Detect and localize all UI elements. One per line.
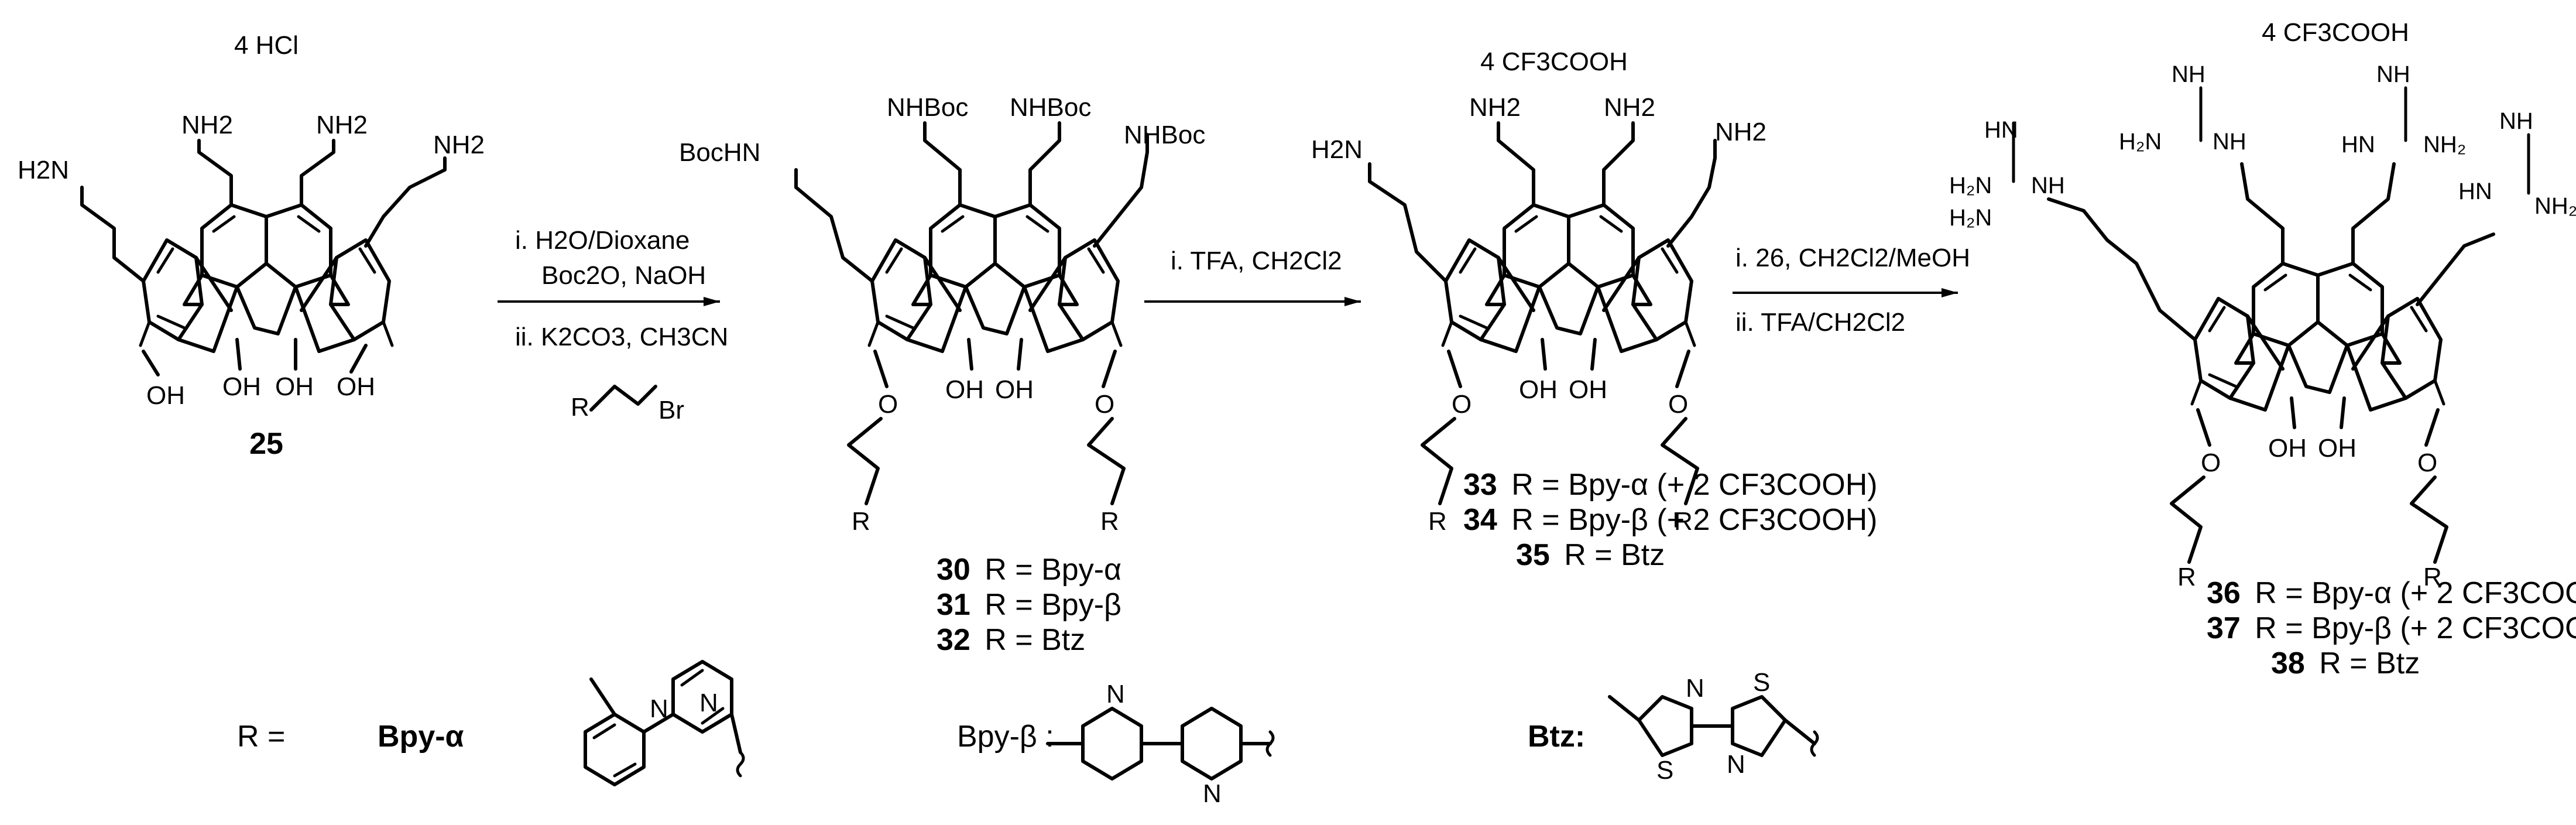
svg-text:N: N xyxy=(699,689,718,717)
compound-label: 32 R = Btz xyxy=(937,623,1085,657)
hydroxyl-group: OH xyxy=(1519,375,1558,404)
hydroxyl-group: OH xyxy=(337,372,375,401)
svg-text:HN: HN xyxy=(1984,117,2018,143)
compounds-30-32: BocHN NHBoc NHBoc NHBoc O O R R OH OH 30… xyxy=(679,93,1205,657)
compound-label: 38 R = Btz xyxy=(2271,646,2420,680)
svg-text:N: N xyxy=(1727,750,1745,779)
ether-o: O xyxy=(1095,390,1114,419)
amine-group: NH2 xyxy=(1469,93,1521,122)
svg-text:NH: NH xyxy=(2376,61,2410,87)
compound-label: 34 R = Bpy-β (+ 2 CF3COOH) xyxy=(1463,503,1877,537)
svg-text:N: N xyxy=(1203,779,1222,808)
r-substituent: R xyxy=(852,507,870,536)
btz-structure: N N S S xyxy=(1608,668,1819,785)
compounds-33-35: 4 CF3COOH H2N NH2 NH2 NH2 O O R R OH OH … xyxy=(1311,47,1878,572)
hydroxyl-group: OH xyxy=(2318,434,2357,463)
r-substituent: R xyxy=(1428,507,1447,536)
compound-label: 33 R = Bpy-α (+ 2 CF3COOH) xyxy=(1463,468,1878,502)
bpy-beta-label: Bpy-β : xyxy=(957,720,1054,754)
reaction-step-3: i. 26, CH2Cl2/MeOH ii. TFA/CH2Cl2 xyxy=(1733,244,1970,337)
r-substituent: R xyxy=(1100,507,1119,536)
compound-number: 25 xyxy=(249,427,283,461)
salt-label: 4 CF3COOH xyxy=(2262,18,2409,47)
compound-25: 4 HCl H2N NH2 NH2 NH2 OH OH OH OH 25 xyxy=(18,31,485,461)
svg-text:H₂N: H₂N xyxy=(1949,205,1992,231)
bpy-alpha-structure: N N xyxy=(585,662,745,785)
ether-o: O xyxy=(1668,390,1688,419)
compound-label: 37 R = Bpy-β (+ 2 CF3COOH) xyxy=(2207,611,2576,645)
svg-text:N: N xyxy=(1106,680,1125,708)
svg-text:HN: HN xyxy=(2341,132,2375,158)
r-substituent: R xyxy=(2423,563,2442,591)
hydroxyl-group: OH xyxy=(222,372,261,401)
bpy-alpha-label: Bpy-α xyxy=(378,720,464,754)
svg-text:NH: NH xyxy=(2499,108,2533,134)
step-condition: i. TFA, CH2Cl2 xyxy=(1171,247,1342,275)
svg-text:S: S xyxy=(1753,668,1770,697)
r-equals-label: R = xyxy=(237,720,285,754)
protected-amine: NHBoc xyxy=(1010,93,1091,122)
reaction-step-1: i. H2O/Dioxane Boc2O, NaOH ii. K2CO3, CH… xyxy=(498,226,728,425)
r-substituent: R xyxy=(2177,563,2196,591)
hydroxyl-group: OH xyxy=(146,381,185,410)
protected-amine: BocHN xyxy=(679,138,760,167)
step-condition: ii. K2CO3, CH3CN xyxy=(515,323,728,351)
svg-text:NH₂: NH₂ xyxy=(2534,193,2576,219)
step-condition: ii. TFA/CH2Cl2 xyxy=(1735,308,1905,337)
compound-label: 35 R = Btz xyxy=(1516,538,1665,572)
svg-text:NH: NH xyxy=(2213,129,2246,155)
svg-text:HN: HN xyxy=(2458,179,2492,204)
r-group-legend: R = Bpy-α N N Bpy-β : N N Btz: xyxy=(237,662,1819,808)
svg-text:NH₂: NH₂ xyxy=(2423,132,2466,158)
hydroxyl-group: OH xyxy=(995,375,1034,404)
protected-amine: NHBoc xyxy=(887,93,968,122)
svg-text:N: N xyxy=(1686,674,1704,703)
svg-text:N: N xyxy=(650,694,668,723)
compound-label: 31 R = Bpy-β xyxy=(937,588,1121,622)
r-substituent: R xyxy=(1674,507,1693,536)
compound-label: 36 R = Bpy-α (+ 2 CF3COOH) xyxy=(2207,576,2576,610)
hydroxyl-group: OH xyxy=(1569,375,1607,404)
reagent-r: R xyxy=(571,393,589,422)
amine-group: H2N xyxy=(18,156,69,184)
hydroxyl-group: OH xyxy=(275,372,314,401)
btz-label: Btz: xyxy=(1528,720,1585,754)
amine-group: NH2 xyxy=(181,111,233,139)
amine-group: NH2 xyxy=(433,131,485,159)
step-condition: i. 26, CH2Cl2/MeOH xyxy=(1735,244,1970,272)
svg-text:NH: NH xyxy=(2172,61,2205,87)
amine-group: NH2 xyxy=(316,111,368,139)
salt-label: 4 CF3COOH xyxy=(1480,47,1628,76)
step-condition: Boc2O, NaOH xyxy=(541,261,706,290)
amine-group: NH2 xyxy=(1604,93,1655,122)
step-condition: i. H2O/Dioxane xyxy=(515,226,690,255)
ether-o: O xyxy=(1452,390,1471,419)
svg-text:NH: NH xyxy=(2031,173,2065,198)
amine-group: H2N xyxy=(1311,135,1363,164)
hydroxyl-group: OH xyxy=(2268,434,2307,463)
compounds-36-38: 4 CF3COOH HN H₂N NH H₂N NH H₂N NH NH HN … xyxy=(1949,18,2576,680)
protected-amine: NHBoc xyxy=(1124,121,1205,149)
reagent-br: Br xyxy=(658,396,684,425)
svg-text:H₂N: H₂N xyxy=(2119,129,2162,155)
svg-text:H₂N: H₂N xyxy=(1949,173,1992,198)
ether-o: O xyxy=(2201,449,2221,477)
ether-o: O xyxy=(2417,449,2437,477)
compound-label: 30 R = Bpy-α xyxy=(937,553,1121,587)
bpy-beta-structure: N N xyxy=(1046,680,1275,808)
ether-o: O xyxy=(878,390,898,419)
hydroxyl-group: OH xyxy=(945,375,984,404)
reaction-step-2: i. TFA, CH2Cl2 xyxy=(1144,247,1361,306)
svg-text:S: S xyxy=(1656,756,1673,785)
salt-label: 4 HCl xyxy=(234,31,299,60)
amine-group: NH2 xyxy=(1715,118,1767,146)
